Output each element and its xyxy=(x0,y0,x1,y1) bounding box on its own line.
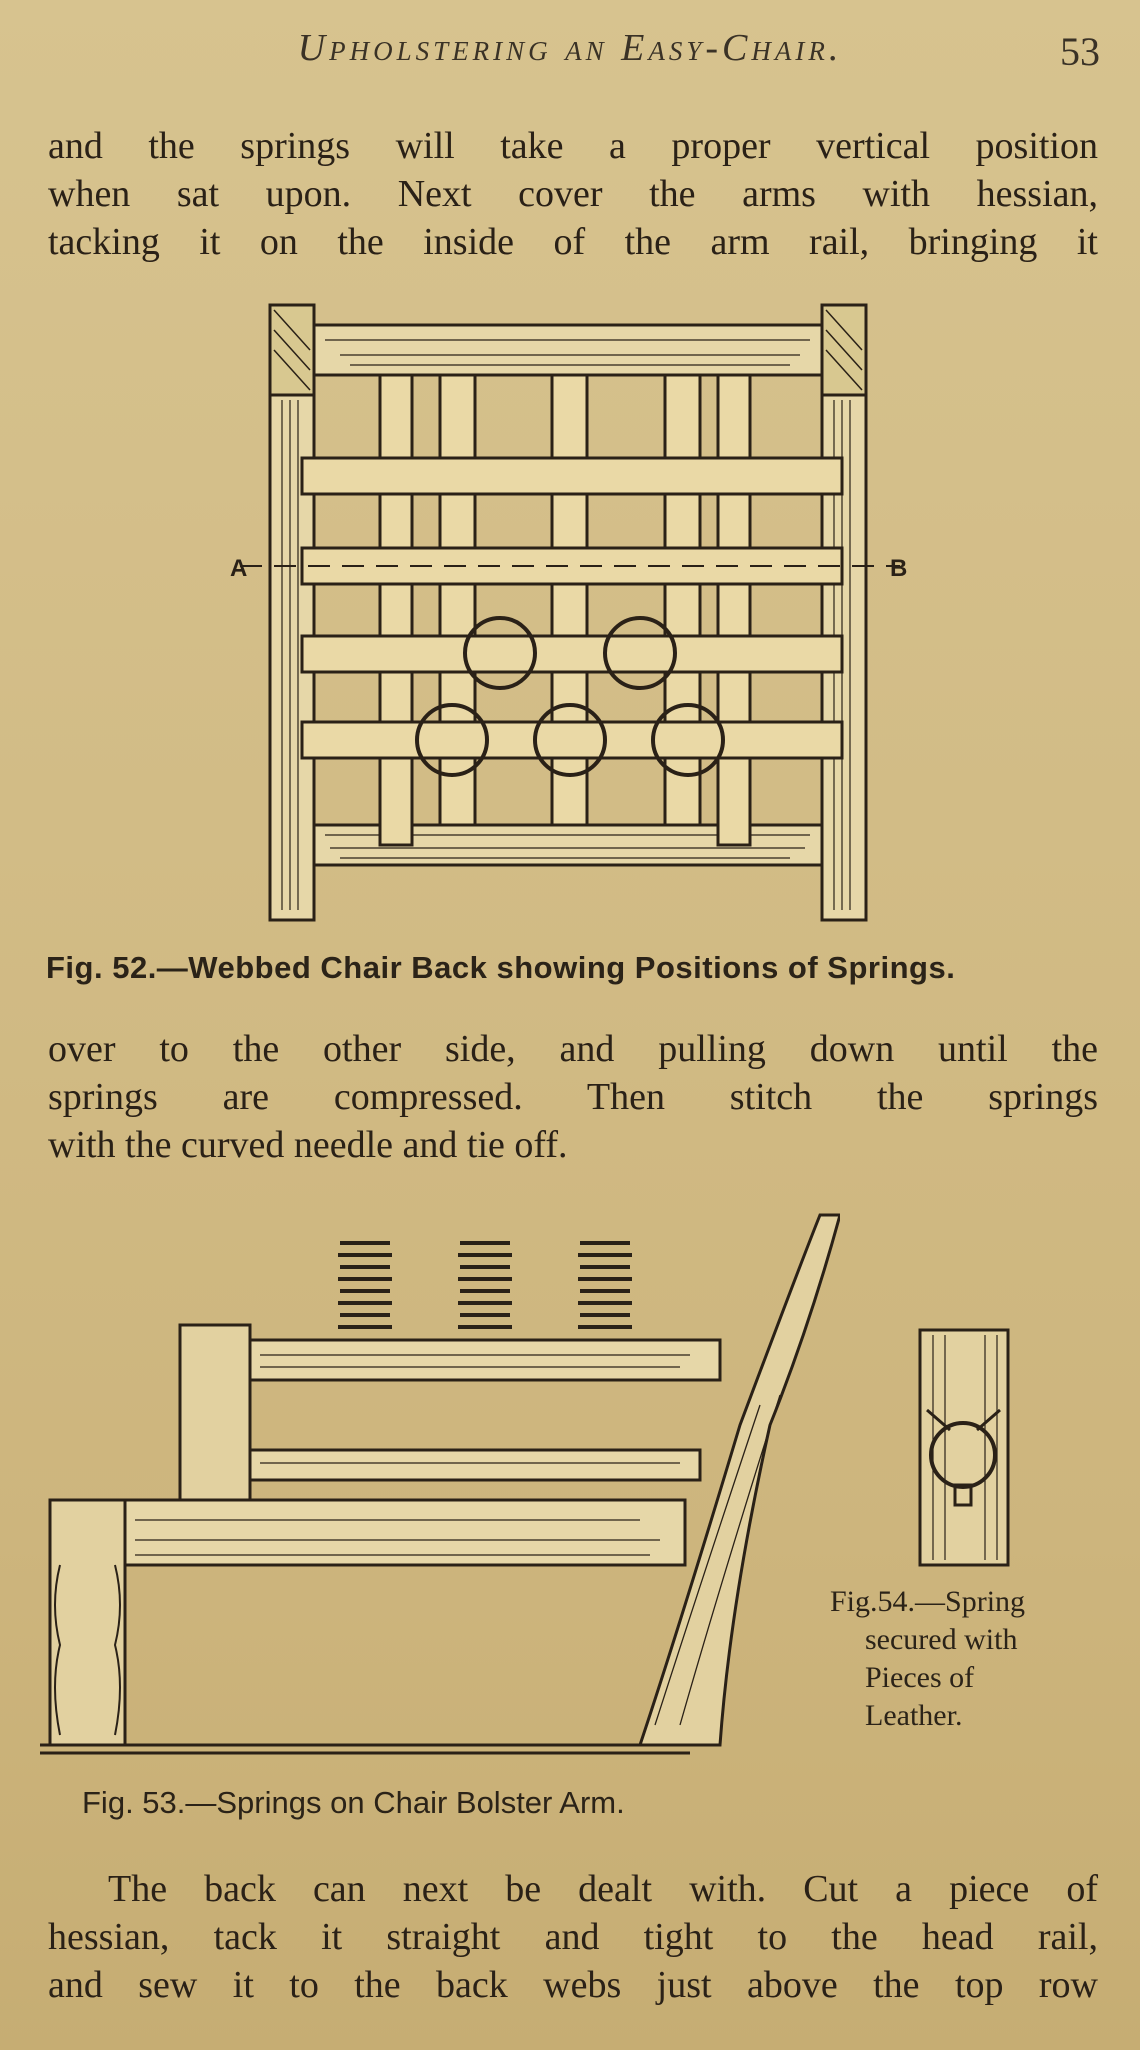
caption-line: Fig.54.—Spring xyxy=(830,1585,1026,1618)
running-head: Upholstering an Easy-Chair. xyxy=(297,27,843,69)
caption-line: Leather. xyxy=(865,1699,963,1732)
paragraph-line: hessian, tack it straight and tight to t… xyxy=(48,1916,1098,1958)
figure-53-bolster-arm xyxy=(40,1213,840,1755)
paragraph-line: tacking it on the inside of the arm rail… xyxy=(48,221,1098,263)
paragraph-line: over to the other side, and pulling down… xyxy=(48,1028,1098,1070)
caption-line: secured with xyxy=(865,1623,1018,1656)
paragraph-line: The back can next be dealt with. Cut a p… xyxy=(108,1868,1098,1910)
paragraph-line: and the springs will take a proper verti… xyxy=(48,125,1098,167)
paragraph-line: with the curved needle and tie off. xyxy=(48,1124,568,1166)
paragraph-2: over to the other side, and pulling down… xyxy=(48,1025,1098,1169)
label-a: A xyxy=(230,555,247,582)
figure-53-caption: Fig. 53.—Springs on Chair Bolster Arm. xyxy=(82,1785,625,1820)
paragraph-line: springs are compressed. Then stitch the … xyxy=(48,1076,1098,1118)
caption-line: Pieces of xyxy=(865,1661,975,1694)
figure-52-webbed-chair-back: A B xyxy=(230,303,907,922)
figure-54-spring-with-leather xyxy=(918,1328,1010,1567)
figure-52-caption: Fig. 52.—Webbed Chair Back showing Posit… xyxy=(46,950,956,985)
label-b: B xyxy=(890,555,907,582)
figure-54-caption: Fig.54.—Spring secured with Pieces of Le… xyxy=(830,1583,1100,1735)
page-number: 53 xyxy=(1060,29,1100,74)
paragraph-line: when sat upon. Next cover the arms with … xyxy=(48,173,1098,215)
paragraph-line: and sew it to the back webs just above t… xyxy=(48,1964,1098,2006)
paragraph-3: The back can next be dealt with. Cut a p… xyxy=(48,1865,1098,2009)
paragraph-1: and the springs will take a proper verti… xyxy=(48,122,1098,266)
